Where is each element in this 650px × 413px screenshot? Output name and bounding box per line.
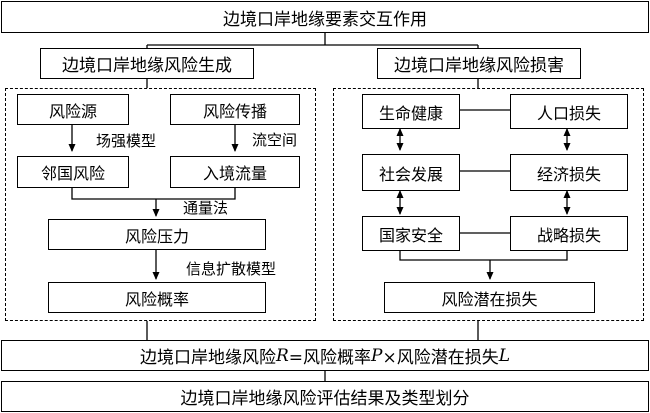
risk-probability-box: 风险概率: [48, 282, 266, 313]
field-model-label: 场强模型: [96, 132, 157, 150]
inbound-flow-box: 入境流量: [170, 156, 300, 188]
formula-text-loss: ×风险潜在损失: [382, 348, 499, 368]
connector-merge-to-pressure: [71, 187, 236, 200]
risk-pressure-box: 风险压力: [48, 219, 266, 250]
risk-spread-box: 风险传播: [170, 94, 300, 125]
risk-generation-panel: [5, 88, 316, 321]
flow-space-label: 流空间: [252, 131, 298, 149]
strategic-loss-box: 战略损失: [510, 216, 628, 251]
formula-text-risk: 边境口岸地缘风险: [139, 348, 276, 368]
social-development-box: 社会发展: [362, 154, 460, 191]
formula-text-probability: =风险概率: [288, 348, 372, 368]
formula-var-p: P: [371, 345, 383, 366]
economic-loss-box: 经济损失: [510, 154, 628, 191]
life-health-box: 生命健康: [362, 94, 460, 129]
risk-damage-header: 边境口岸地缘风险损害: [377, 48, 581, 79]
neighbor-risk-box: 邻国风险: [17, 156, 129, 188]
info-diffusion-model-label: 信息扩散模型: [186, 260, 277, 278]
flux-method-label: 通量法: [183, 199, 229, 217]
geo-element-interaction-box: 边境口岸地缘要素交互作用: [1, 1, 649, 33]
population-loss-box: 人口损失: [510, 94, 628, 129]
risk-generation-header: 边境口岸地缘风险生成: [40, 48, 254, 79]
formula-var-l: L: [498, 345, 511, 366]
formula-var-r: R: [275, 345, 289, 366]
connector-merge-to-loss: [399, 251, 568, 261]
potential-loss-box: 风险潜在损失: [384, 282, 595, 313]
risk-damage-panel: [333, 88, 644, 321]
national-security-box: 国家安全: [362, 216, 460, 251]
assessment-result-box: 边境口岸地缘风险评估结果及类型划分: [1, 381, 649, 412]
risk-source-box: 风险源: [17, 94, 129, 125]
